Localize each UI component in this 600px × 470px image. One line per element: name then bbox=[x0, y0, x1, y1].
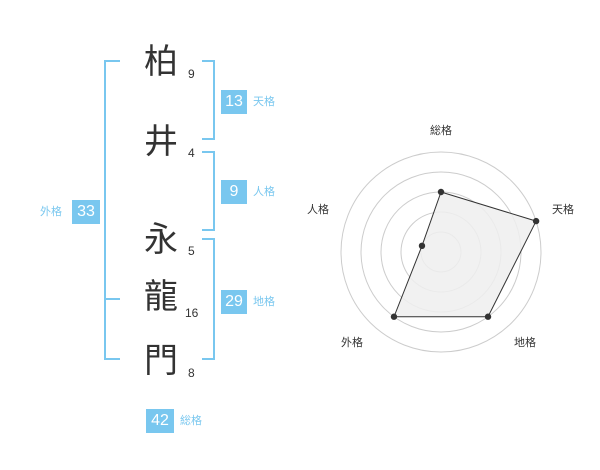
jinkaku-bracket-bottom bbox=[202, 229, 214, 231]
gaikaku-bracket-vertical bbox=[104, 60, 106, 360]
radar-point bbox=[532, 217, 540, 225]
stroke-count-2: 4 bbox=[188, 146, 195, 160]
radar-axis-label-jinkaku: 人格 bbox=[307, 202, 329, 216]
gaikaku-bracket-bottom bbox=[104, 358, 120, 360]
name-char-4: 龍 bbox=[144, 277, 178, 317]
chikaku-bracket-vertical bbox=[213, 238, 215, 360]
soukaku-label: 総格 bbox=[180, 414, 202, 427]
name-char-1: 柏 bbox=[144, 42, 178, 82]
gaikaku-label: 外格 bbox=[40, 205, 62, 218]
chikaku-bracket-top bbox=[202, 238, 214, 240]
radar-grid-ring bbox=[340, 151, 542, 353]
tenkaku-bracket-top bbox=[202, 60, 214, 62]
chikaku-bracket-bottom bbox=[202, 358, 214, 360]
radar-point bbox=[390, 313, 398, 320]
chikaku-label: 地格 bbox=[253, 295, 275, 308]
gaikaku-bracket-middle bbox=[104, 298, 120, 300]
radar-point bbox=[437, 188, 445, 196]
soukaku-value-badge: 42 bbox=[146, 409, 174, 433]
radar-axis-label-gaikaku: 外格 bbox=[341, 335, 363, 349]
radar-point bbox=[484, 313, 492, 320]
stroke-count-1: 9 bbox=[188, 67, 195, 81]
tenkaku-bracket-vertical bbox=[213, 60, 215, 140]
tenkaku-bracket-bottom bbox=[202, 138, 214, 140]
stroke-count-3: 5 bbox=[188, 244, 195, 258]
name-char-5: 門 bbox=[144, 341, 178, 381]
radar-axis-label-soukaku: 総格 bbox=[430, 123, 452, 137]
jinkaku-value-badge: 9 bbox=[221, 180, 247, 204]
jinkaku-bracket-top bbox=[202, 151, 214, 153]
radar-axis-label-tenkaku: 天格 bbox=[552, 202, 574, 216]
radar-polygon bbox=[393, 191, 537, 318]
radar-point bbox=[418, 242, 426, 250]
jinkaku-label: 人格 bbox=[253, 185, 275, 198]
name-char-3: 永 bbox=[144, 220, 178, 260]
stroke-count-5: 8 bbox=[188, 366, 195, 380]
name-char-2: 井 bbox=[144, 122, 178, 162]
radar-points bbox=[390, 188, 540, 320]
chikaku-value-badge: 29 bbox=[221, 290, 247, 314]
gaikaku-value-badge: 33 bbox=[72, 200, 100, 224]
radar-axis-label-chikaku: 地格 bbox=[514, 335, 536, 349]
tenkaku-label: 天格 bbox=[253, 95, 275, 108]
stroke-count-4: 16 bbox=[185, 306, 199, 320]
gaikaku-bracket-top bbox=[104, 60, 120, 62]
tenkaku-value-badge: 13 bbox=[221, 90, 247, 114]
jinkaku-bracket-vertical bbox=[213, 151, 215, 231]
